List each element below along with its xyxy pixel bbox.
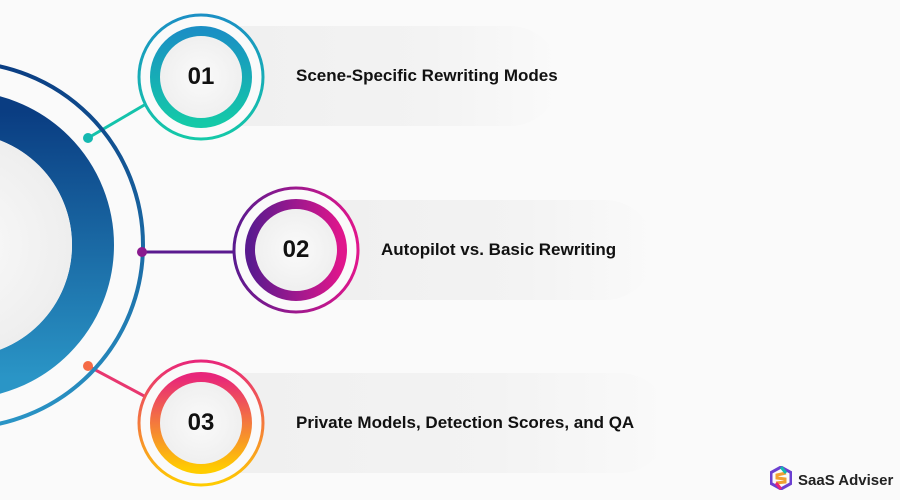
step-number-2: 02 — [282, 236, 310, 263]
step-title-3: Private Models, Detection Scores, and QA — [296, 413, 635, 432]
step-band-3 — [240, 373, 670, 473]
step-circle-2 — [232, 186, 360, 314]
step-title-1: Scene-Specific Rewriting Modes — [296, 66, 558, 85]
step-circle-1 — [137, 13, 265, 141]
step-number-3: 03 — [187, 409, 215, 436]
step-title-2: Autopilot vs. Basic Rewriting — [381, 240, 617, 259]
step-circle-3 — [137, 359, 265, 487]
connector-3 — [87, 364, 147, 399]
connector-dot-1 — [83, 133, 93, 143]
saas-adviser-logo-icon — [769, 465, 793, 495]
connector-1 — [87, 102, 147, 140]
connector-dot-3 — [83, 361, 93, 371]
connector-dot-2 — [137, 247, 147, 257]
logo-text: SaaS Adviser — [798, 472, 894, 489]
step-number-1: 01 — [187, 63, 215, 90]
step-band-1 — [240, 26, 560, 126]
hub-circle — [0, 64, 145, 426]
step-band-2 — [335, 200, 655, 300]
brand-logo: SaaS Adviser — [769, 465, 894, 495]
